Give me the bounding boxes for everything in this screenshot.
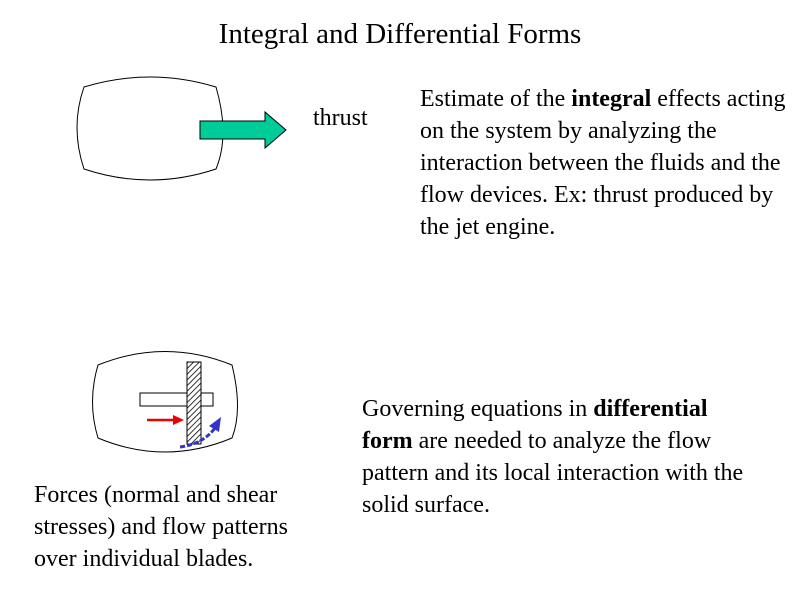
horizontal-plate bbox=[139, 392, 214, 407]
differential-text-before: Governing equations in bbox=[362, 396, 594, 422]
control-volume-outline bbox=[76, 76, 224, 181]
blade-flow-figure bbox=[92, 351, 238, 453]
differential-description: Governing equations in differential form… bbox=[362, 393, 762, 521]
differential-text-after: are needed to analyze the flow pattern a… bbox=[362, 428, 744, 518]
flow-pattern-arrow bbox=[179, 417, 221, 449]
integral-description: Estimate of the integral effects acting … bbox=[420, 83, 790, 243]
slide-title: Integral and Differential Forms bbox=[218, 18, 582, 50]
blades-description: Forces (normal and shear stresses) and f… bbox=[34, 482, 288, 572]
thrust-arrow bbox=[199, 110, 287, 150]
force-arrow bbox=[147, 415, 184, 425]
integral-text-before: Estimate of the bbox=[420, 86, 572, 112]
hatched-blade bbox=[186, 361, 202, 445]
engine-control-volume-figure bbox=[76, 76, 287, 181]
integral-text-after: effects acting on the system by analyzin… bbox=[420, 86, 786, 240]
thrust-label: thrust bbox=[313, 105, 368, 131]
differential-emphasis: differential form bbox=[362, 396, 708, 454]
integral-emphasis: integral bbox=[571, 86, 652, 112]
